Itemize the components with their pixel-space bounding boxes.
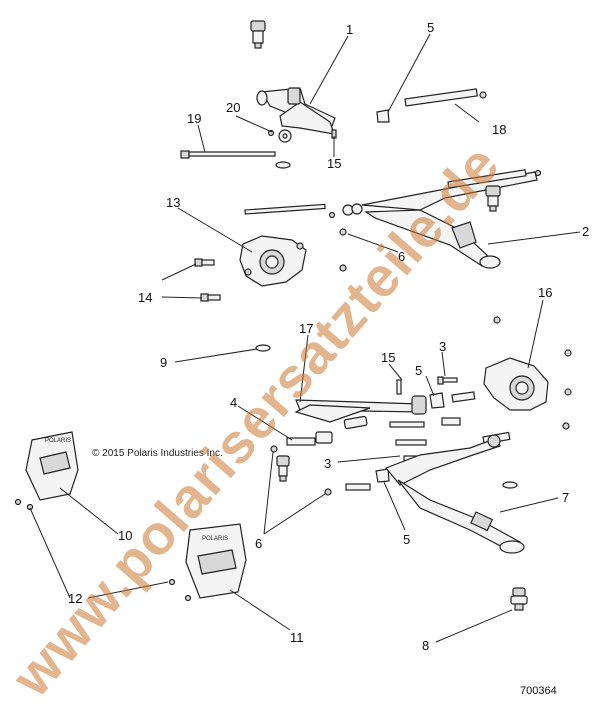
callout-4: 4 <box>230 395 237 410</box>
ball-joint-right-upper <box>485 185 501 212</box>
upper-a-arm-part-2 <box>361 169 538 269</box>
washer-part-20 <box>267 129 292 143</box>
long-bolt-upper-2 <box>244 203 363 219</box>
bushing-part-5-upper <box>376 109 390 123</box>
lower-a-arm-part-7 <box>385 434 525 554</box>
guard-11-logo: POLARIS <box>202 536 228 542</box>
ball-joint-left-lower <box>270 445 332 496</box>
callout-18: 18 <box>492 122 506 137</box>
callout-1: 1 <box>346 22 353 37</box>
small-hardware-upper <box>339 169 542 272</box>
callout-7: 7 <box>562 490 569 505</box>
spindle-part-13 <box>239 235 307 287</box>
copyright-notice: © 2015 Polaris Industries Inc. <box>92 448 223 459</box>
seal-ring-part-9 <box>255 344 271 352</box>
callout-8: 8 <box>422 638 429 653</box>
pivot-tube-part-18 <box>404 88 487 107</box>
screws-part-12 <box>14 498 192 602</box>
callout-10: 10 <box>118 528 132 543</box>
callout-9: 9 <box>160 355 167 370</box>
document-number: 700364 <box>520 685 557 697</box>
guard-part-11: POLARIS <box>185 523 247 599</box>
guard-part-10: POLARIS <box>25 431 79 501</box>
callout-16: 16 <box>538 285 552 300</box>
guard-10-logo: POLARIS <box>45 438 71 444</box>
watermark-text: www.polarisersatzteile.de <box>0 133 511 709</box>
callout-5-top: 5 <box>427 20 434 35</box>
callout-11: 11 <box>290 630 304 645</box>
callout-5-lower: 5 <box>403 532 410 547</box>
callout-15-lower: 15 <box>381 350 395 365</box>
callout-6-lower: 6 <box>255 536 262 551</box>
lower-a-arm-part-17 <box>294 379 427 430</box>
callout-15-top: 15 <box>327 156 341 171</box>
callout-3-top: 3 <box>439 339 446 354</box>
upper-a-arm-part-1 <box>256 87 336 135</box>
callout-3-lower: 3 <box>324 456 331 471</box>
callout-13: 13 <box>166 195 180 210</box>
callout-14: 14 <box>138 290 152 305</box>
bolt-part-19 <box>180 150 276 159</box>
spindle-part-16 <box>483 316 572 430</box>
callout-5-mid: 5 <box>415 363 422 378</box>
leader-lines <box>29 33 581 643</box>
bolt-stack-part-3 <box>345 376 511 491</box>
ball-joint-upper <box>250 20 266 49</box>
callout-20: 20 <box>226 100 240 115</box>
callout-19: 19 <box>187 111 201 126</box>
callout-12: 12 <box>68 591 82 606</box>
ball-joint-part-8 <box>510 587 528 611</box>
bushings-part-5-lower <box>286 392 445 483</box>
callout-6-top: 6 <box>398 249 405 264</box>
callout-2: 2 <box>582 224 589 239</box>
callout-17: 17 <box>299 321 313 336</box>
callout-numbers: 1 5 19 20 18 15 13 2 6 14 16 17 3 15 9 5… <box>68 20 589 653</box>
bolts-part-14 <box>194 258 221 302</box>
